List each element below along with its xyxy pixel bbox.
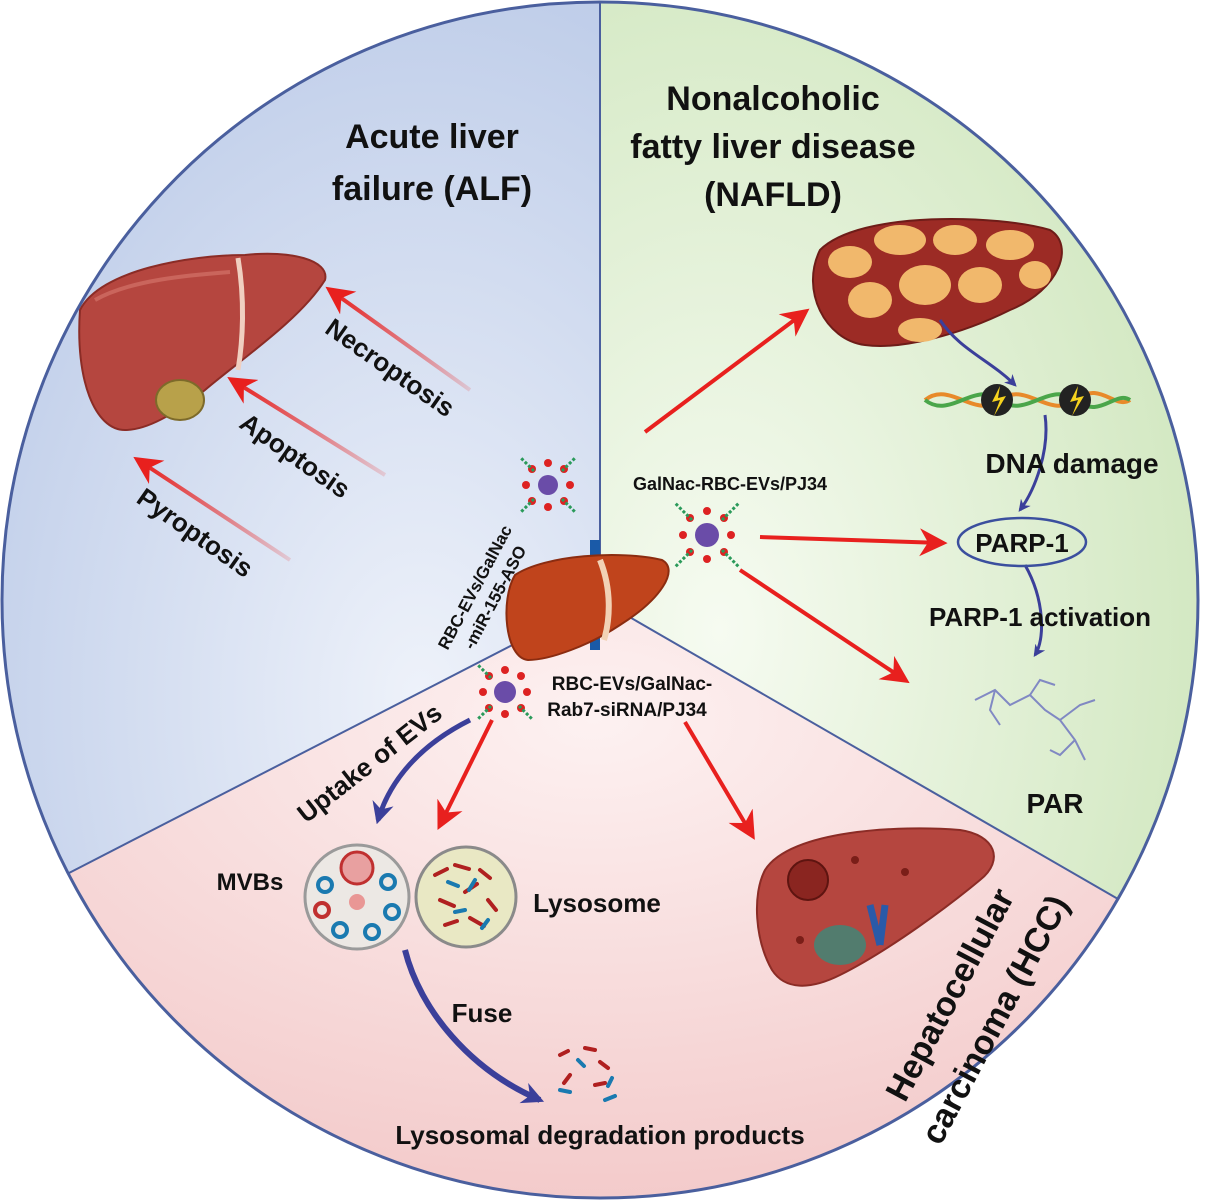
fuse-arrow (402, 949, 545, 1104)
mvbs-label: MVBs (217, 869, 284, 896)
center-liver-image (505, 540, 670, 662)
fuse-label: Fuse (452, 998, 513, 1028)
dna-damage-icon (923, 384, 1132, 416)
to-lysosome-arrow (437, 719, 494, 831)
nafld-ev-particle (673, 501, 741, 569)
nafld-title-line3: (NAFLD) (704, 176, 842, 214)
alf-title-line1: Acute liver (345, 118, 519, 156)
to-fatty-liver-arrow (643, 308, 810, 434)
liver-to-dna-arrow (938, 319, 1017, 387)
par-label: PAR (1026, 788, 1083, 819)
uptake-arrow (372, 717, 472, 825)
parp-to-par-arrow (1023, 564, 1046, 657)
nafld-sector (600, 1, 1199, 899)
nafld-title-line1: Nonalcoholic (666, 80, 879, 118)
nafld-treatment-label: GalNac-RBC-EVs/PJ34 (633, 474, 827, 494)
parp1-activation-label: PARP-1 activation (929, 602, 1151, 632)
divider-right (599, 599, 1119, 900)
alf-title-line2: failure (ALF) (332, 170, 532, 208)
hcc-liver-image (756, 827, 995, 987)
alf-sector (3, 2, 600, 873)
lysosome-label: Lysosome (533, 888, 661, 918)
alf-ev-particle (518, 455, 578, 515)
degradation-products-image (558, 1046, 617, 1102)
nafld-title-line2: fatty liver disease (630, 128, 915, 166)
fatty-liver-image (811, 217, 1063, 347)
mvbs-image (303, 843, 411, 951)
parp1-ellipse (956, 516, 1088, 568)
hcc-sector (69, 600, 1118, 1198)
to-parp1-arrow (759, 528, 948, 557)
pyroptosis-arrow (133, 456, 292, 562)
to-hcc-arrow (683, 720, 755, 840)
hcc-treatment-line1: RBC-EVs/GalNac- (552, 674, 713, 695)
lysosome-image (414, 845, 518, 949)
hcc-ev-particle (475, 662, 535, 722)
dna-to-parp-arrow (1018, 414, 1048, 512)
hcc-treatment-line2: Rab7-siRNA/PJ34 (547, 700, 707, 721)
necroptosis-arrow (325, 286, 472, 392)
parp1-label: PARP-1 (975, 528, 1068, 558)
degradation-label: Lysosomal degradation products (395, 1120, 804, 1150)
dna-damage-label: DNA damage (985, 448, 1158, 479)
to-par-arrow (738, 568, 910, 684)
alf-liver-image (78, 252, 327, 432)
apoptosis-arrow (227, 377, 387, 477)
par-polymer-image (974, 678, 1096, 761)
